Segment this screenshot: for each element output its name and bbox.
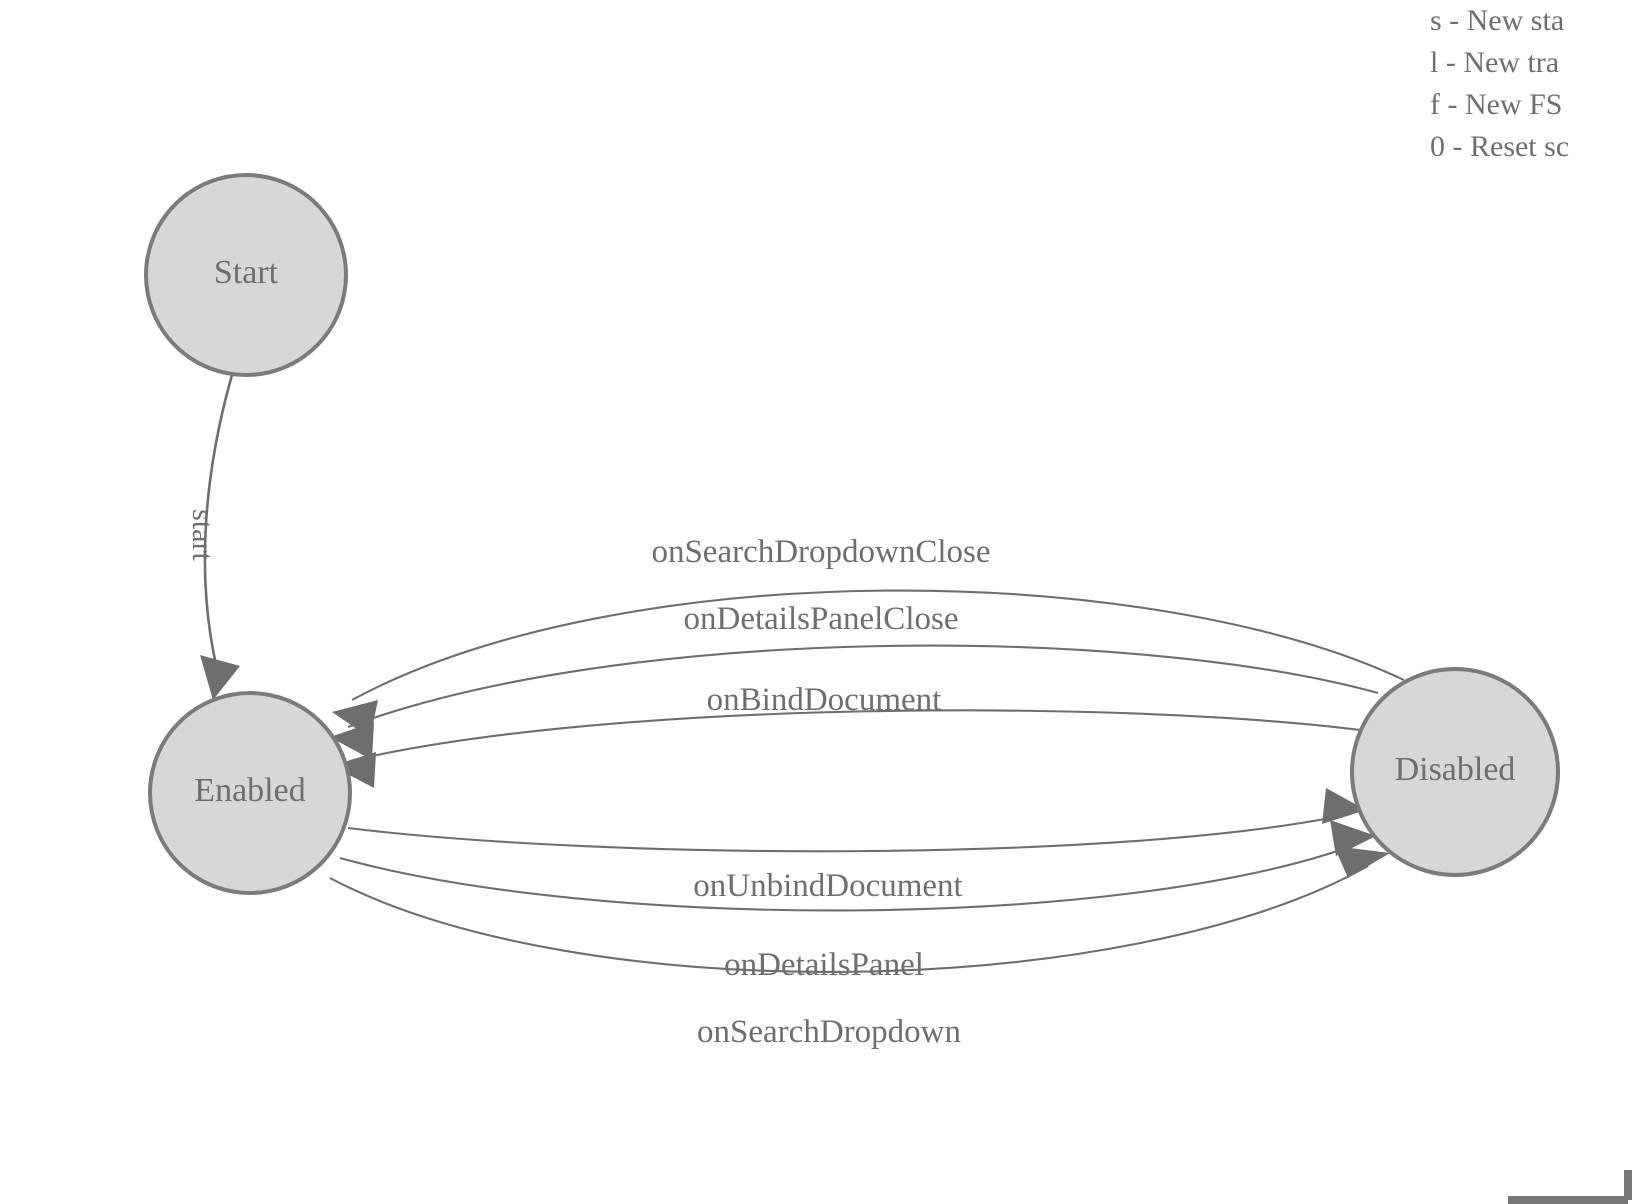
edge-path	[347, 644, 1379, 728]
state-circle[interactable]	[1350, 667, 1560, 877]
transition-label-ondetailspanel: onDetailsPanel	[724, 947, 924, 983]
state-node-label: Enabled	[194, 772, 305, 809]
edge-path	[349, 709, 1361, 763]
arrow-head	[200, 655, 240, 700]
transition-label-onbinddocument: onBindDocument	[707, 682, 942, 718]
edge-start-to-enabled[interactable]	[200, 374, 240, 700]
edge-enabled-to-disabled-onsearchdropdown[interactable]	[329, 846, 1390, 973]
transition-label-onsearchdropdownclose: onSearchDropdownClose	[651, 534, 990, 570]
transition-label-ondetailspanelclose: onDetailsPanelClose	[684, 601, 959, 637]
edge-path	[351, 589, 1405, 701]
edge-path	[203, 374, 234, 661]
edge-path	[339, 844, 1356, 912]
edge-disabled-to-enabled-onbinddocument[interactable]	[332, 709, 1361, 788]
state-node-disabled[interactable]: Disabled	[1350, 667, 1560, 877]
arrow-head	[330, 722, 374, 760]
state-circle[interactable]	[148, 691, 352, 895]
transition-label-onsearchdropdown: onSearchDropdown	[697, 1014, 961, 1050]
transition-label-start: start	[186, 509, 219, 561]
edge-path	[347, 813, 1346, 853]
edge-disabled-to-enabled-ondetailspanelclose[interactable]	[330, 644, 1379, 760]
state-node-start[interactable]: Start	[144, 173, 348, 377]
state-node-enabled[interactable]: Enabled	[148, 691, 352, 895]
edge-enabled-to-disabled-onunbinddocument[interactable]	[347, 788, 1366, 853]
arrow-head	[1334, 846, 1390, 878]
state-node-label: Start	[214, 254, 279, 291]
transition-label-onunbinddocument: onUnbindDocument	[693, 868, 962, 904]
arrow-head	[1322, 788, 1366, 824]
arrow-head	[332, 752, 376, 788]
state-node-label: Disabled	[1395, 751, 1516, 788]
edge-path	[329, 865, 1369, 973]
state-circle[interactable]	[144, 173, 348, 377]
